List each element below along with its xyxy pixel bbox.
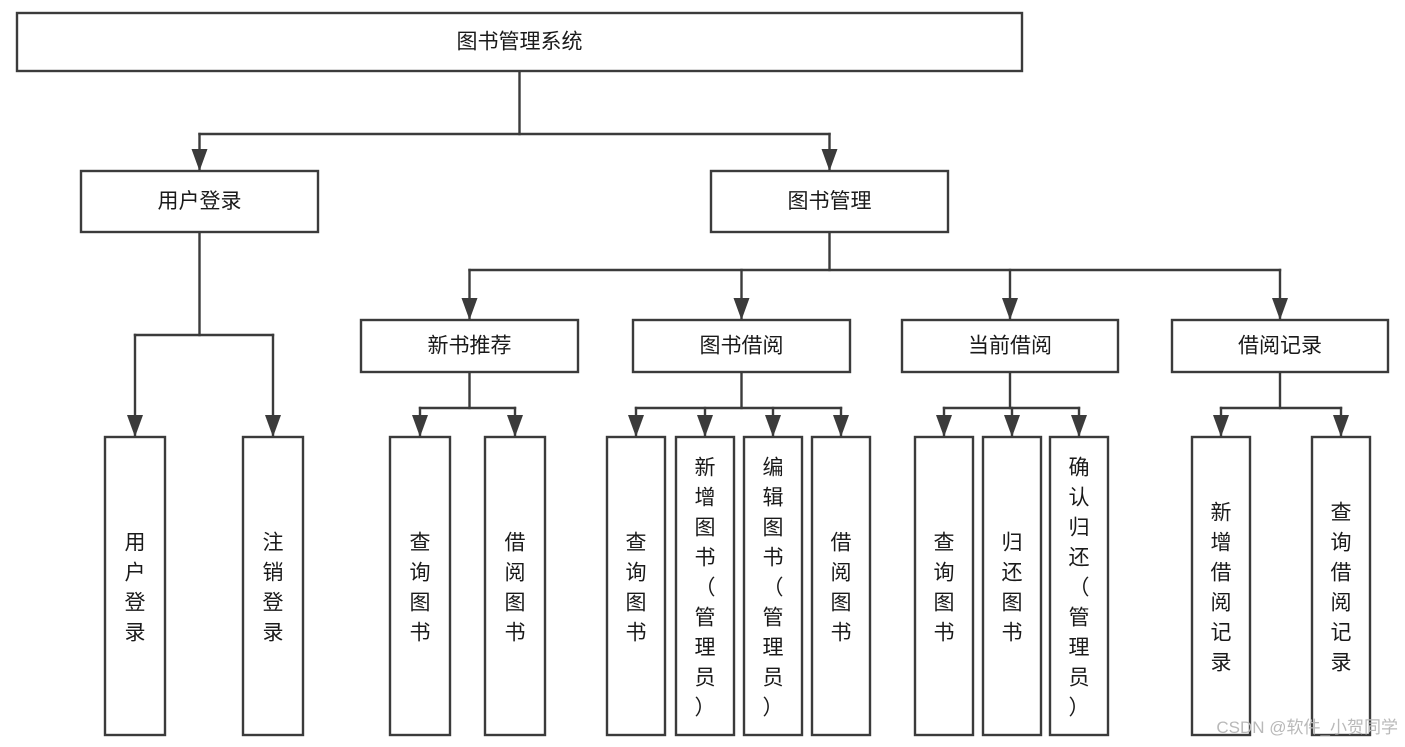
node-l-add-book[interactable]: 新增图书（管理员）: [674, 435, 736, 737]
node-l-edit-book[interactable]: 编辑图书（管理员）: [742, 435, 804, 737]
node-current-borrow[interactable]: 当前借阅: [900, 318, 1120, 374]
node-label: 确认归还（管理员）: [1069, 456, 1090, 719]
node-new-book-rec[interactable]: 新书推荐: [359, 318, 580, 374]
node-label: 编辑图书（管理员）: [763, 456, 784, 719]
node-root[interactable]: 图书管理系统: [15, 11, 1024, 73]
node-leaf-logout[interactable]: 注销登录: [241, 435, 305, 737]
node-label: 查询借阅记录: [1331, 501, 1352, 674]
node-l-return-book[interactable]: 归还图书: [981, 435, 1043, 737]
node-borrow-record[interactable]: 借阅记录: [1170, 318, 1390, 374]
node-l-query-record[interactable]: 查询借阅记录: [1310, 435, 1372, 737]
node-label: 注销登录: [263, 531, 284, 644]
node-leaf-user-login[interactable]: 用户登录: [103, 435, 167, 737]
node-label: 新书推荐: [428, 335, 512, 358]
node-label: 图书借阅: [700, 335, 784, 358]
csdn-watermark: CSDN @软件_小贺同学: [1216, 718, 1398, 737]
node-label: 查询图书: [410, 531, 431, 644]
node-label: 用户登录: [158, 190, 242, 213]
node-label: 图书管理系统: [457, 31, 583, 54]
node-label: 当前借阅: [968, 335, 1052, 358]
node-label: 用户登录: [125, 531, 146, 644]
node-book-borrow[interactable]: 图书借阅: [631, 318, 852, 374]
node-label: 图书管理: [788, 190, 872, 213]
node-label: 新增借阅记录: [1211, 501, 1232, 674]
node-label: 新增图书（管理员）: [695, 456, 716, 719]
node-label: 查询图书: [934, 531, 955, 644]
node-label: 归还图书: [1002, 531, 1023, 644]
node-l-query-book-2[interactable]: 查询图书: [605, 435, 667, 737]
node-l-query-book-1[interactable]: 查询图书: [388, 435, 452, 737]
node-l-borrow-book-1[interactable]: 借阅图书: [483, 435, 547, 737]
node-label: 借阅图书: [831, 531, 852, 644]
node-l-add-record[interactable]: 新增借阅记录: [1190, 435, 1252, 737]
node-l-confirm-return[interactable]: 确认归还（管理员）: [1048, 435, 1110, 737]
node-label: 查询图书: [626, 531, 647, 644]
node-l-query-book-3[interactable]: 查询图书: [913, 435, 975, 737]
node-book-manage[interactable]: 图书管理: [709, 169, 950, 234]
node-label: 借阅图书: [505, 531, 526, 644]
node-user-login[interactable]: 用户登录: [79, 169, 320, 234]
node-l-borrow-book-2[interactable]: 借阅图书: [810, 435, 872, 737]
node-layer: 图书管理系统用户登录图书管理新书推荐图书借阅当前借阅借阅记录用户登录注销登录查询…: [15, 11, 1390, 737]
connector-layer: [127, 69, 1349, 438]
node-label: 借阅记录: [1238, 335, 1322, 358]
